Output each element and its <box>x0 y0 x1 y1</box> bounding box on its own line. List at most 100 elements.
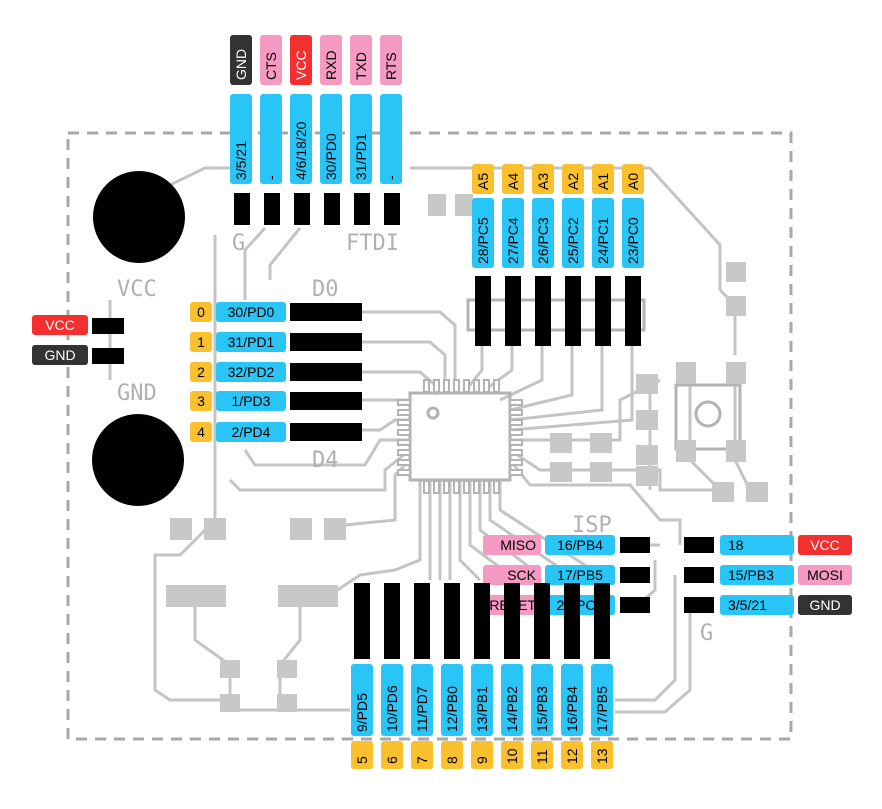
isp-pin-label: 3/5/21 <box>728 597 767 613</box>
chip-pin <box>397 469 411 476</box>
chip-pin <box>433 379 440 393</box>
bottom-pin: 17/PB5 <box>591 664 613 736</box>
microcontroller-chip <box>397 379 523 494</box>
chip-pin <box>397 409 411 416</box>
isp-pad <box>620 567 650 583</box>
isp-pad <box>684 597 714 613</box>
chip-pin <box>473 379 480 393</box>
bottom-pad <box>414 583 430 659</box>
isp-row: MISO 16/PB4 <box>483 535 650 555</box>
analog-pin: 28/PC5 <box>472 198 494 268</box>
chip-pin <box>423 379 430 393</box>
ftdi-pin-label: 30/PD0 <box>323 133 339 180</box>
bottom-number-label: 9 <box>474 756 490 764</box>
bottom-pin-labels: 9/PD5 10/PD6 11/PD7 12/PB0 13/PB1 14/PB2… <box>351 664 613 736</box>
analog-label: A1 <box>592 164 614 194</box>
digital-pad <box>290 303 362 321</box>
power-gnd-label: GND <box>44 347 75 363</box>
isp-row: 15/PB3 MOSI <box>684 565 852 585</box>
chip-pin <box>397 459 411 466</box>
ftdi-pad <box>324 193 340 225</box>
digital-row: 0 30/PD0 <box>190 302 362 322</box>
isp-signal-label: MOSI <box>807 567 843 583</box>
bottom-pin: 12/PB0 <box>441 664 463 736</box>
bottom-pin-label: 16/PB4 <box>564 686 580 732</box>
chip-pin <box>483 379 490 393</box>
ftdi-pad <box>354 193 370 225</box>
bottom-number-label: 7 <box>414 756 430 764</box>
chip-pin <box>509 459 523 466</box>
bottom-pin-label: 10/PD6 <box>384 685 400 732</box>
chip-pin <box>463 480 470 494</box>
bottom-pin-label: 13/PB1 <box>474 686 490 732</box>
smd-components <box>166 194 768 712</box>
power-left: VCC GND <box>32 315 124 365</box>
bottom-pad <box>474 583 490 659</box>
bottom-number-label: 10 <box>504 748 520 764</box>
bottom-pin: 15/PB3 <box>531 664 553 736</box>
analog-top-label: A3 <box>535 173 551 190</box>
bottom-number: 11 <box>531 741 553 769</box>
silk-d4: D4 <box>312 448 339 473</box>
bottom-number: 12 <box>561 741 583 769</box>
ftdi-top-label: CTS <box>263 52 279 80</box>
digital-pin-label: 30/PD0 <box>228 304 275 320</box>
power-gnd-pad <box>92 348 124 364</box>
analog-pads <box>475 276 641 346</box>
chip-pin <box>397 429 411 436</box>
isp-signal-label: GND <box>809 597 840 613</box>
power-vcc-label: VCC <box>45 317 75 333</box>
chip-pin <box>473 480 480 494</box>
chip-pin <box>509 409 523 416</box>
ftdi-pin: 3/5/21 <box>230 94 252 184</box>
vcc-power-pad <box>93 171 185 263</box>
analog-top-label: A5 <box>475 173 491 190</box>
ftdi-pin-label: 31/PD1 <box>353 133 369 180</box>
bottom-pad <box>534 583 550 659</box>
analog-top-label: A0 <box>625 173 641 190</box>
bottom-pad <box>594 583 610 659</box>
bottom-pin-label: 17/PB5 <box>594 686 610 732</box>
analog-pin-labels: 28/PC5 27/PC4 26/PC3 25/PC2 24/PC1 23/PC… <box>472 198 644 268</box>
analog-top-label: A1 <box>595 173 611 190</box>
ftdi-pad <box>234 193 250 225</box>
isp-pad <box>620 537 650 553</box>
ftdi-label: RXD <box>320 35 342 85</box>
ftdi-label: GND <box>230 35 252 85</box>
isp-signal-label: MISO <box>500 537 536 553</box>
digital-number: 4 <box>197 424 205 440</box>
analog-top-labels: A5 A4 A3 A2 A1 A0 <box>472 164 644 194</box>
isp-row: 18 VCC <box>684 535 852 555</box>
chip-pin <box>443 480 450 494</box>
bottom-pads <box>354 583 610 659</box>
ftdi-pad <box>384 193 400 225</box>
analog-top-label: A4 <box>505 173 521 190</box>
bottom-pad <box>564 583 580 659</box>
isp-right-header: 18 VCC 15/PB3 MOSI 3/5/21 GND <box>684 535 852 615</box>
chip-pin <box>509 429 523 436</box>
analog-pin-label: 24/PC1 <box>595 217 611 264</box>
ftdi-pin: 31/PD1 <box>350 94 372 184</box>
isp-signal-label: SCK <box>507 567 536 583</box>
ftdi-pin: - <box>260 94 282 184</box>
ftdi-pad <box>294 193 310 225</box>
gnd-power-pad <box>92 414 184 506</box>
ftdi-pad <box>264 193 280 225</box>
isp-row: 3/5/21 GND <box>684 595 852 615</box>
bottom-number: 8 <box>441 741 463 769</box>
bottom-number-label: 11 <box>534 749 550 764</box>
bottom-pin: 11/PD7 <box>411 664 433 736</box>
digital-pad <box>290 423 362 441</box>
chip-pin <box>443 379 450 393</box>
bottom-number-label: 6 <box>384 756 400 764</box>
isp-pad <box>684 567 714 583</box>
chip-pin <box>509 469 523 476</box>
ftdi-header: GND CTS VCC RXD TXD RTS 3/5/21 - 4/6/18/… <box>230 35 402 225</box>
bottom-pad <box>384 583 400 659</box>
silk-isp: ISP <box>572 513 612 538</box>
silk-g-ftdi: G <box>232 231 245 256</box>
isp-row: SCK 17/PB5 <box>483 565 650 585</box>
analog-pin-label: 25/PC2 <box>565 217 581 264</box>
ftdi-label: TXD <box>350 35 372 85</box>
ftdi-pin-label: - <box>263 175 279 180</box>
